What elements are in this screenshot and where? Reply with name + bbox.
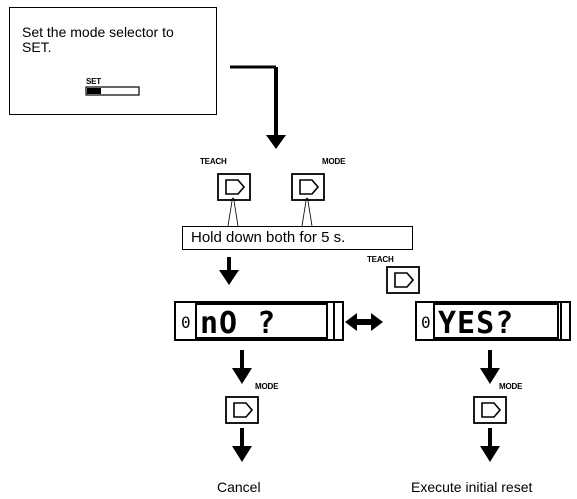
hold-instruction-box [182, 226, 413, 250]
mode-button-label-left: MODE [255, 382, 279, 391]
cancel-caption: Cancel [217, 479, 261, 495]
arrow-right-to-execute [480, 428, 500, 462]
mode-button-icon-left [225, 396, 259, 424]
toggle-double-arrow [345, 313, 383, 331]
teach-button-label-right: TEACH [367, 255, 394, 264]
mode-selector-switch [85, 86, 140, 96]
mode-button-icon-right [473, 396, 507, 424]
display-left-text: nO ? [200, 306, 276, 341]
teach-button-icon [217, 173, 251, 201]
display-left-indicator: 0 [181, 313, 191, 332]
display-right-text: YES? [438, 306, 514, 341]
teach-button-label: TEACH [200, 157, 227, 166]
arrow-left-to-cancel [232, 428, 252, 462]
display-right-indicator: 0 [421, 313, 431, 332]
arrow-right-to-mode [480, 350, 500, 384]
instruction-text-line1: Set the mode selector to [22, 24, 174, 40]
selector-label: SET [86, 77, 101, 86]
mode-button-icon [291, 173, 325, 201]
connector-line [230, 65, 278, 137]
display-yes [415, 301, 571, 341]
mode-button-label-right: MODE [499, 382, 523, 391]
instruction-text-line2: SET. [22, 39, 52, 55]
instruction-box [9, 7, 217, 115]
hold-instruction-text: Hold down both for 5 s. [191, 229, 346, 246]
arrow-left-to-mode [232, 350, 252, 384]
teach-button-icon-right [386, 266, 420, 294]
arrow-down-to-display [219, 257, 239, 285]
mode-button-label: MODE [322, 157, 346, 166]
arrow-down-to-buttons [266, 135, 286, 149]
execute-reset-caption: Execute initial reset [411, 479, 533, 495]
button-pointer-lines [227, 197, 313, 227]
display-no [174, 301, 344, 341]
